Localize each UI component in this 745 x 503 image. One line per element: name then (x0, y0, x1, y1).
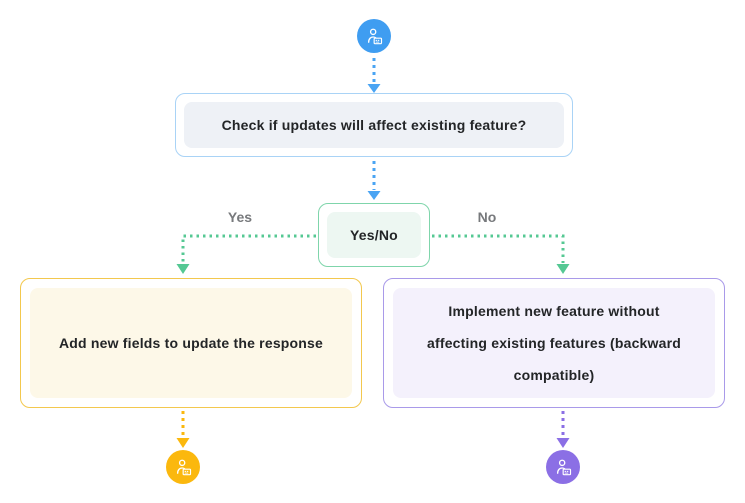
connector-decision-to-no (432, 234, 565, 263)
no-edge-label: No (477, 209, 497, 225)
check-feature-box: Check if updates will affect existing fe… (175, 93, 573, 157)
no-action-line-1: Implement new feature without (448, 303, 660, 319)
decision-box: Yes/No (318, 203, 430, 267)
arrowhead-start-to-check (367, 84, 381, 93)
yes-action-label: Add new fields to update the response (58, 334, 324, 351)
start-actor (357, 19, 391, 53)
arrowhead-no-to-actor (556, 438, 570, 448)
no-action-line-2: affecting existing features (backward (426, 335, 682, 351)
user-badge-icon (557, 459, 572, 476)
arrowhead-decision-to-yes (176, 264, 190, 274)
check-feature-label: Check if updates will affect existing fe… (221, 116, 527, 133)
no-action-box: Implement new feature without affecting … (383, 278, 725, 408)
connector-decision-to-yes (181, 234, 316, 263)
arrowhead-check-to-decision (367, 191, 381, 200)
arrowhead-yes-to-actor (176, 438, 190, 448)
yes-action-panel: Add new fields to update the response (30, 288, 352, 398)
decision-panel: Yes/No (327, 212, 421, 258)
check-feature-panel: Check if updates will affect existing fe… (184, 102, 564, 148)
no-action-line-3: compatible) (513, 367, 595, 383)
decision-label: Yes/No (350, 226, 398, 243)
user-badge-icon (177, 459, 192, 476)
yes-edge-label: Yes (227, 209, 253, 225)
arrowhead-decision-to-no (556, 264, 570, 274)
yes-action-box: Add new fields to update the response (20, 278, 362, 408)
user-badge-icon (368, 28, 383, 45)
no-actor (546, 450, 580, 484)
yes-actor (166, 450, 200, 484)
no-action-panel: Implement new feature without affecting … (393, 288, 715, 398)
